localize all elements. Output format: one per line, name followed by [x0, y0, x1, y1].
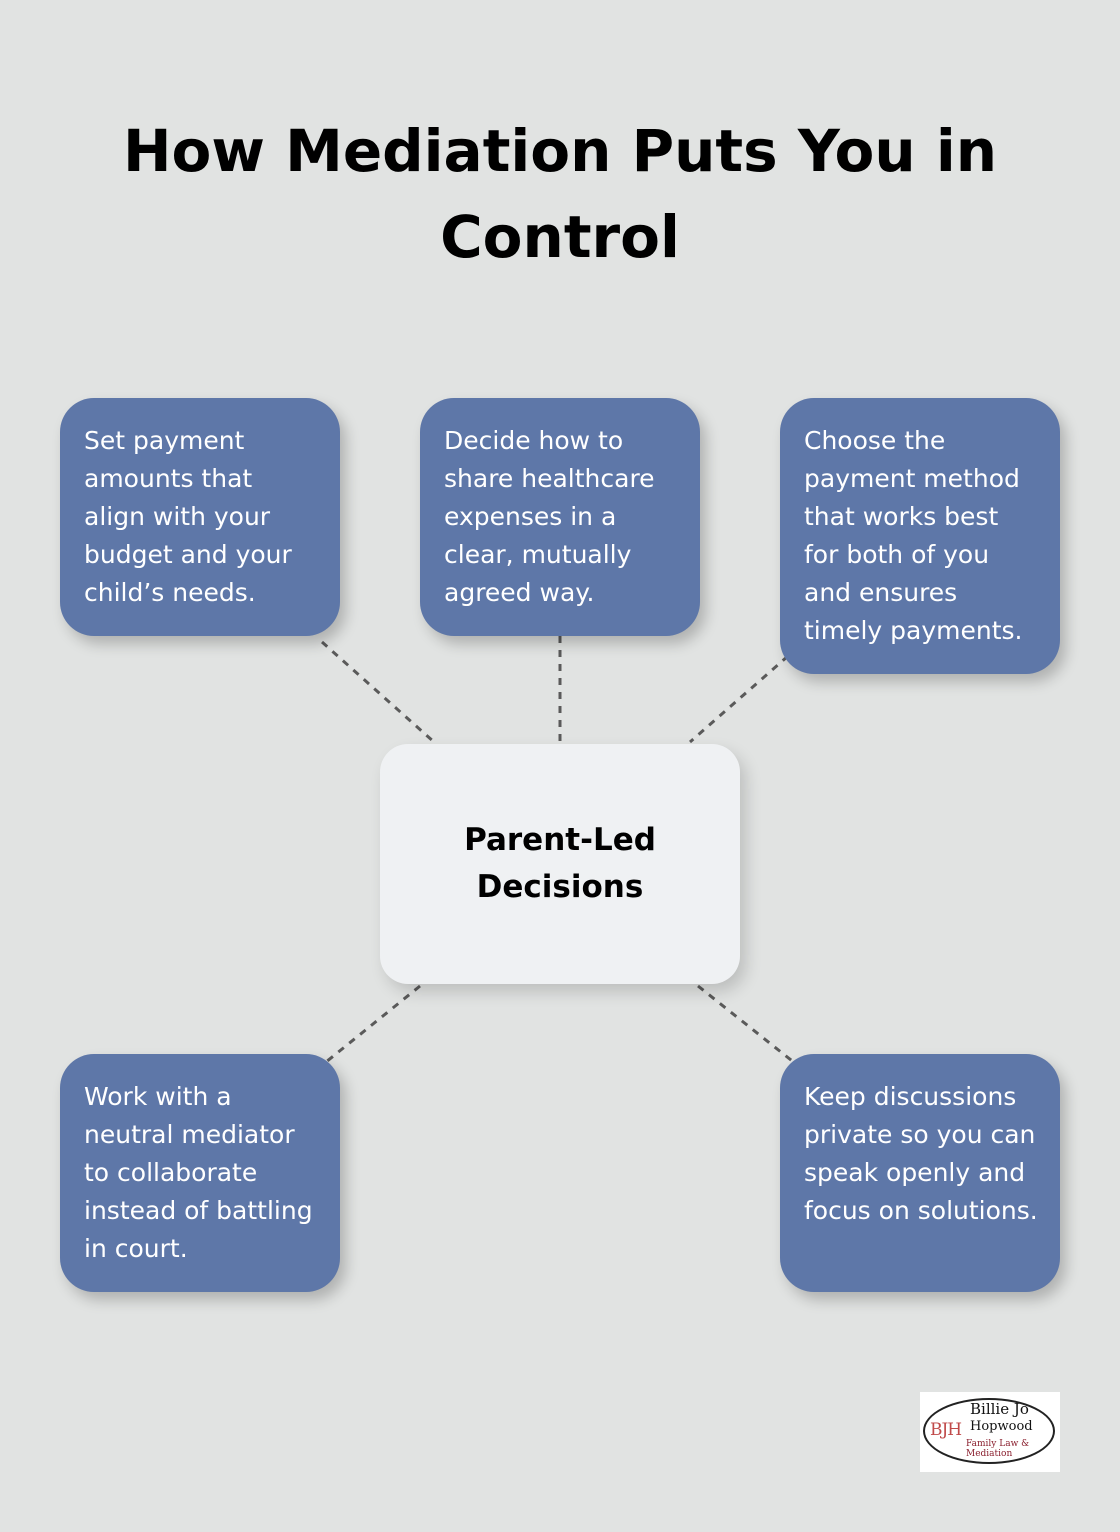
node-private-discussions: Keep discussions private so you can spea…: [780, 1054, 1060, 1292]
node-text: Keep discussions private so you can spea…: [804, 1082, 1038, 1225]
logo-name-line1: Billie Jo: [970, 1400, 1029, 1418]
node-payment-amounts: Set payment amounts that align with your…: [60, 398, 340, 636]
node-text: Choose the payment method that works bes…: [804, 426, 1023, 645]
connector-line-1: [321, 640, 435, 744]
node-text: Set payment amounts that align with your…: [84, 426, 292, 607]
connector-line-4: [325, 984, 421, 1064]
logo-mark: BJH: [930, 1420, 962, 1440]
center-node-label: Parent-Led Decisions: [464, 822, 656, 905]
page-title: How Mediation Puts You in Control: [122, 117, 998, 271]
connector-line-3: [689, 654, 789, 744]
logo-name-line2: Hopwood: [970, 1419, 1033, 1434]
node-neutral-mediator: Work with a neutral mediator to collabor…: [60, 1054, 340, 1292]
node-text: Decide how to share healthcare expenses …: [444, 426, 655, 607]
logo-tagline: Family Law & Mediation: [966, 1439, 1030, 1459]
center-node: Parent-Led Decisions: [380, 744, 740, 984]
node-text: Work with a neutral mediator to collabor…: [84, 1082, 313, 1263]
company-logo: BJH Billie Jo Hopwood Family Law & Media…: [920, 1392, 1060, 1472]
node-payment-method: Choose the payment method that works bes…: [780, 398, 1060, 674]
connector-line-5: [697, 984, 797, 1066]
node-healthcare-expenses: Decide how to share healthcare expenses …: [420, 398, 700, 636]
logo-ellipse: [923, 1398, 1055, 1464]
